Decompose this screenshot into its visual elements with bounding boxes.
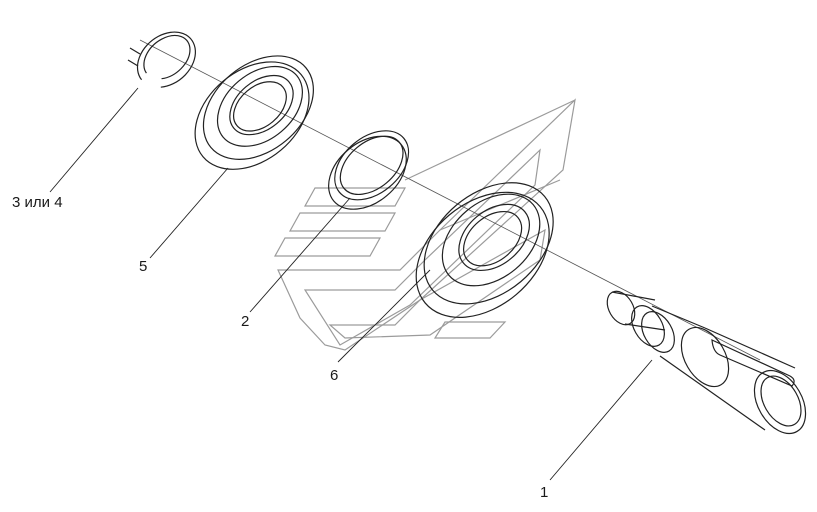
leader-line-2: [249, 197, 351, 313]
leader-line-1: [549, 359, 653, 481]
bearing-part-5: [194, 55, 314, 170]
leader-lines: [49, 87, 653, 481]
callout-label-5: 5: [139, 258, 148, 275]
callout-label-2: 2: [241, 313, 250, 330]
shaft-part-1: [606, 290, 807, 435]
leader-line-3: [49, 87, 139, 193]
callout-label-1: 1: [540, 484, 549, 501]
spacer-ring-part-2: [328, 130, 410, 210]
leader-line-6: [337, 269, 431, 363]
assembly-axis: [139, 39, 761, 361]
callout-label-3-or-4: 3 или 4: [12, 194, 63, 211]
retaining-ring-part-3-4: [127, 31, 197, 88]
bearing-part-6: [415, 182, 554, 318]
callout-label-6: 6: [330, 367, 339, 384]
leader-line-5: [149, 167, 229, 259]
